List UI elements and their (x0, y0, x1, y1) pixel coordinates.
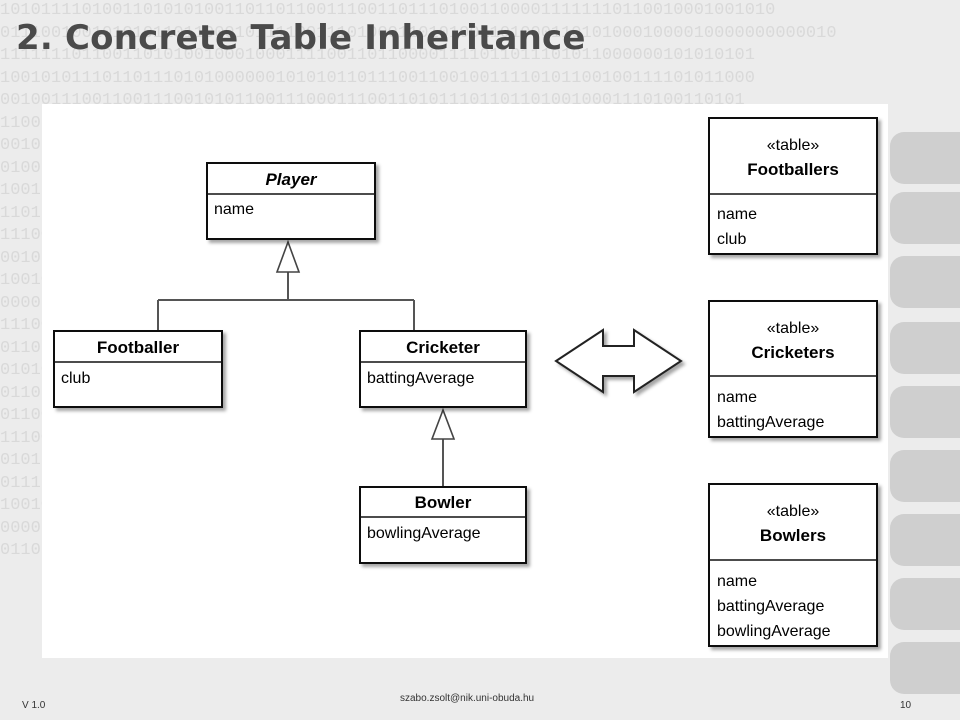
table-column: battingAverage (717, 598, 824, 615)
table-column: bowlingAverage (717, 623, 831, 640)
class-name: Bowler (415, 493, 472, 512)
class-bowler: Bowler bowlingAverage (359, 486, 527, 564)
table-stereotype: «table» (767, 503, 820, 520)
class-name: Cricketer (406, 338, 480, 357)
generalization-arrow-player (275, 239, 301, 273)
footer-email: szabo.zsolt@nik.uni-obuda.hu (400, 693, 535, 704)
class-footballer: Footballer club (53, 330, 223, 408)
table-cricketers: «table» Cricketers name battingAverage (708, 300, 878, 438)
table-name: Cricketers (751, 343, 834, 362)
table-column: club (717, 231, 746, 248)
inheritance-connectors (157, 272, 444, 486)
table-stereotype: «table» (767, 320, 820, 337)
class-attribute: club (61, 370, 90, 387)
table-column: name (717, 206, 757, 223)
table-column: name (717, 573, 757, 590)
table-column: name (717, 389, 757, 406)
table-name: Bowlers (760, 526, 826, 545)
table-footballers: «table» Footballers name club (708, 117, 878, 255)
class-attribute: name (214, 201, 254, 218)
class-name: Footballer (97, 338, 180, 357)
table-stereotype: «table» (767, 137, 820, 154)
class-attribute: bowlingAverage (367, 525, 481, 542)
table-bowlers: «table» Bowlers name battingAverage bowl… (708, 483, 878, 647)
class-attribute: battingAverage (367, 370, 474, 387)
slide-title: 2. Concrete Table Inheritance (16, 18, 586, 58)
generalization-arrow-cricketer (430, 407, 456, 440)
footer-version: V 1.0 (22, 700, 46, 711)
table-name: Footballers (747, 160, 839, 179)
class-name: Player (265, 170, 317, 189)
page-number: 10 (900, 700, 912, 711)
class-player: Player name (206, 162, 376, 240)
table-column: battingAverage (717, 414, 824, 431)
decorative-side-tabs (880, 100, 960, 700)
mapping-double-arrow (554, 328, 683, 394)
class-cricketer: Cricketer battingAverage (359, 330, 527, 408)
